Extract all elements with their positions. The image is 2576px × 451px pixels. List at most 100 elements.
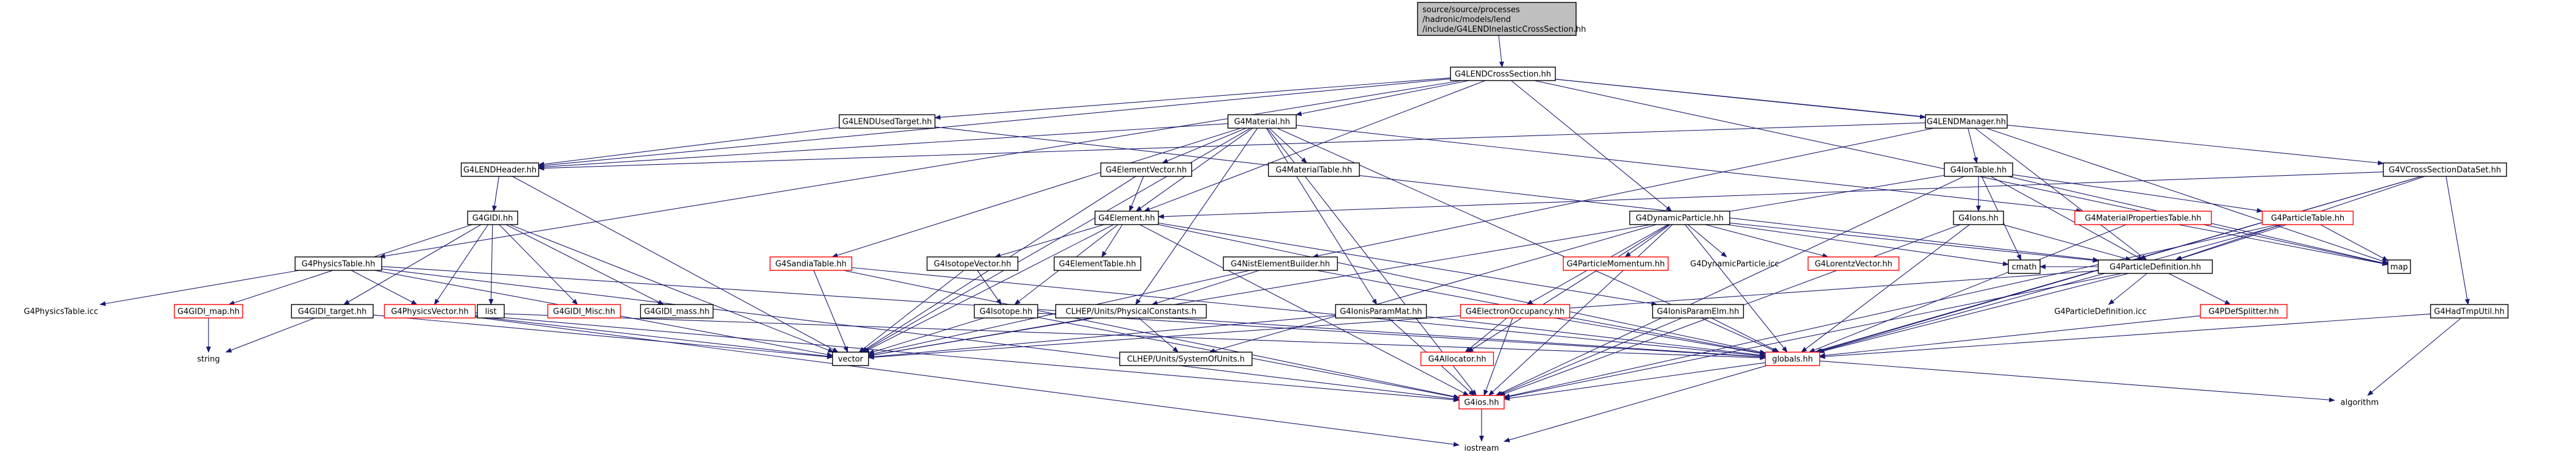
edge-physconst-to-vector (868, 317, 1092, 358)
node-physvec[interactable]: G4PhysicsVector.hh (384, 304, 476, 319)
node-box (1944, 162, 2013, 177)
edge-line (1158, 224, 1766, 355)
node-lendheader[interactable]: G4LENDHeader.hh (460, 162, 540, 177)
node-matprop[interactable]: G4MaterialPropertiesTable.hh (2074, 211, 2212, 225)
node-ionparammat[interactable]: G4IonisParamMat.hh (1335, 304, 1427, 319)
edge-line (1138, 317, 1179, 353)
node-iostream[interactable]: iostream (1459, 441, 1504, 451)
node-physconst[interactable]: CLHEP/Units/PhysicalConstants.h (1055, 304, 1207, 319)
root-line-3: /include/G4LENDInelasticCrossSection.hh (1422, 25, 1586, 34)
node-string[interactable]: string (191, 352, 227, 366)
node-ions[interactable]: G4Ions.hh (1953, 211, 2004, 225)
node-lendused[interactable]: G4LENDUsedTarget.hh (838, 114, 936, 129)
edge-line (1727, 224, 2009, 267)
edge-lendcs-to-lendused (934, 78, 1451, 120)
edge-line (1819, 360, 2335, 403)
node-root[interactable]: source/source/processes /hadronic/models… (1417, 2, 1586, 36)
edge-ionparamelm-to-g4ios (1497, 317, 1683, 396)
node-map[interactable]: map (2387, 259, 2411, 274)
node-g4ios[interactable]: G4ios.hh (1458, 395, 1505, 410)
node-dynpartcc[interactable]: G4DynamicParticle.icc (1682, 257, 1787, 270)
root-box (1417, 2, 1577, 36)
edge-line (1819, 315, 2201, 358)
edge-nistbuilder-to-physconst (1151, 270, 1260, 306)
node-partmom[interactable]: G4ParticleMomentum.hh (1563, 256, 1669, 271)
node-vcsds[interactable]: G4VCrossSectionDataSet.hh (2383, 162, 2507, 177)
node-label: G4Element.hh (1099, 214, 1155, 223)
node-lorentz[interactable]: G4LorentzVector.hh (1807, 256, 1900, 271)
node-partdeficc[interactable]: G4ParticleDefinition.icc (2041, 305, 2160, 318)
node-elemtable[interactable]: G4ElementTable.hh (1054, 256, 1141, 271)
node-box (2097, 259, 2213, 274)
edge-isotope-to-vector (868, 317, 985, 355)
edge-line (538, 123, 1229, 170)
edge-ions-to-globals (1800, 224, 1970, 353)
node-unitssys[interactable]: CLHEP/Units/SystemOfUnits.h (1119, 352, 1253, 366)
edge-material-to-matprop (1296, 124, 2083, 213)
edge-lendused-to-lendheader (538, 127, 840, 167)
edge-lendheader-to-vector (512, 176, 839, 353)
node-sandia[interactable]: G4SandiaTable.hh (769, 256, 852, 271)
edge-iontable-to-partdef (1990, 176, 2144, 261)
node-label: G4ElementVector.hh (1105, 166, 1186, 175)
edge-line (2012, 174, 2263, 213)
node-box (460, 162, 540, 177)
node-iontable[interactable]: G4IonTable.hh (1944, 162, 2013, 177)
node-isotope[interactable]: G4Isotope.hh (974, 304, 1038, 319)
edge-line (1426, 316, 1766, 358)
node-physicstable[interactable]: G4PhysicsTable.hh (294, 256, 382, 271)
edge-gidatarget-to-vector (373, 314, 833, 359)
node-parttable[interactable]: G4ParticleTable.hh (2261, 211, 2354, 225)
node-box (174, 304, 243, 319)
node-lendcs[interactable]: G4LENDCrossSection.hh (1450, 67, 1556, 81)
edge-line (1277, 128, 1779, 353)
edge-material-to-globals (1277, 128, 1779, 353)
edge-isovec-to-vector (858, 270, 965, 353)
edge-isovec-to-isotope (977, 270, 1002, 305)
node-hadtmputil[interactable]: G4HadTmpUtil.hh (2430, 304, 2509, 319)
node-pdgsplitter[interactable]: G4PDefSplitter.hh (2200, 304, 2288, 319)
node-element[interactable]: G4Element.hh (1094, 211, 1159, 225)
node-cmath[interactable]: cmath (2008, 259, 2041, 274)
node-gidimisc[interactable]: G4GIDI_Misc.hh (547, 304, 621, 319)
edge-physvec-to-iostream (475, 317, 1460, 447)
edge-line (1504, 224, 2278, 399)
node-lendmgr[interactable]: G4LENDManager.hh (1925, 114, 2008, 129)
node-globals[interactable]: globals.hh (1764, 352, 1821, 366)
node-electronocc[interactable]: G4ElectronOccupancy.hh (1460, 304, 1571, 319)
node-gidimap[interactable]: G4GIDI_map.hh (174, 304, 243, 319)
node-gidimass[interactable]: G4GIDI_mass.hh (640, 304, 714, 319)
edge-line (381, 269, 1460, 402)
node-ionparamelm[interactable]: G4IonisParamElm.hh (1652, 304, 1744, 319)
node-isovec[interactable]: G4IsotopeVector.hh (926, 256, 1019, 271)
node-nistbuilder[interactable]: G4NistElementBuilder.hh (1222, 256, 1338, 271)
node-physicstableicc[interactable]: G4PhysicsTable.icc (16, 305, 107, 318)
node-box (477, 304, 505, 319)
node-elemvec[interactable]: G4ElementVector.hh (1100, 162, 1193, 177)
node-mattable[interactable]: G4MaterialTable.hh (1268, 162, 1360, 177)
node-material[interactable]: G4Material.hh (1227, 114, 1297, 129)
edge-line (1498, 35, 1504, 68)
node-list[interactable]: list (477, 304, 505, 319)
node-vector[interactable]: vector (832, 352, 869, 366)
edge-parttable-to-globals (1816, 224, 2283, 353)
edge-line (475, 312, 1766, 361)
edge-line (509, 224, 834, 353)
edge-line (1296, 124, 2083, 213)
edge-line (1968, 128, 1978, 164)
node-algorithm[interactable]: algorithm (2335, 395, 2385, 409)
edge-gidi-to-physvec (433, 224, 489, 305)
edge-physicstable-to-physicstableicc (99, 270, 299, 306)
node-partdef[interactable]: G4ParticleDefinition.hh (2097, 259, 2213, 274)
edge-hadtmputil-to-algorithm (2367, 317, 2462, 396)
edge-isotope-to-globals (1037, 312, 1766, 359)
node-allocator[interactable]: G4Allocator.hh (1420, 352, 1494, 366)
edge-line (2175, 224, 2287, 261)
node-label: cmath (2011, 263, 2036, 272)
node-gidi[interactable]: G4GIDI.hh (467, 211, 518, 225)
edge-ionparamelm-to-globals (1711, 317, 1780, 353)
node-dynpart[interactable]: G4DynamicParticle.hh (1629, 211, 1730, 225)
edge-line (2367, 317, 2462, 396)
edge-iontable-to-g4ios (1495, 176, 1964, 396)
node-gidatarget[interactable]: G4GIDI_target.hh (291, 304, 374, 319)
